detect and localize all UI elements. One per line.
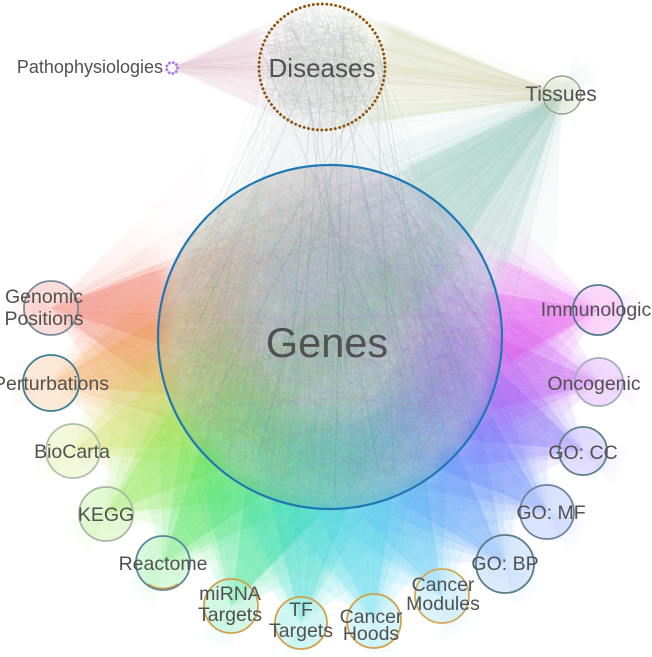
- svg-text:GO: BP: GO: BP: [471, 553, 538, 575]
- svg-text:Targets: Targets: [198, 604, 262, 626]
- svg-text:Tissues: Tissues: [525, 83, 597, 106]
- svg-text:GO: CC: GO: CC: [548, 442, 617, 464]
- svg-text:Pathophysiologies: Pathophysiologies: [17, 57, 163, 77]
- svg-text:Positions: Positions: [4, 308, 83, 330]
- svg-text:Hoods: Hoods: [343, 623, 400, 645]
- svg-text:Modules: Modules: [406, 593, 480, 615]
- svg-text:Cancer: Cancer: [340, 606, 403, 628]
- svg-text:Diseases: Diseases: [269, 53, 376, 83]
- svg-text:Genomic: Genomic: [5, 286, 83, 308]
- svg-text:KEGG: KEGG: [78, 504, 134, 526]
- svg-text:Perturbations: Perturbations: [0, 373, 109, 395]
- svg-text:Immunologic: Immunologic: [541, 299, 652, 321]
- svg-text:Cancer: Cancer: [412, 574, 475, 596]
- svg-text:miRNA: miRNA: [199, 583, 261, 605]
- svg-text:Targets: Targets: [269, 620, 333, 642]
- svg-text:Genes: Genes: [266, 319, 388, 366]
- svg-text:BioCarta: BioCarta: [34, 441, 110, 463]
- svg-text:TF: TF: [289, 599, 313, 621]
- svg-text:Reactome: Reactome: [119, 553, 208, 575]
- svg-text:Oncogenic: Oncogenic: [547, 373, 640, 395]
- svg-text:GO: MF: GO: MF: [516, 502, 585, 524]
